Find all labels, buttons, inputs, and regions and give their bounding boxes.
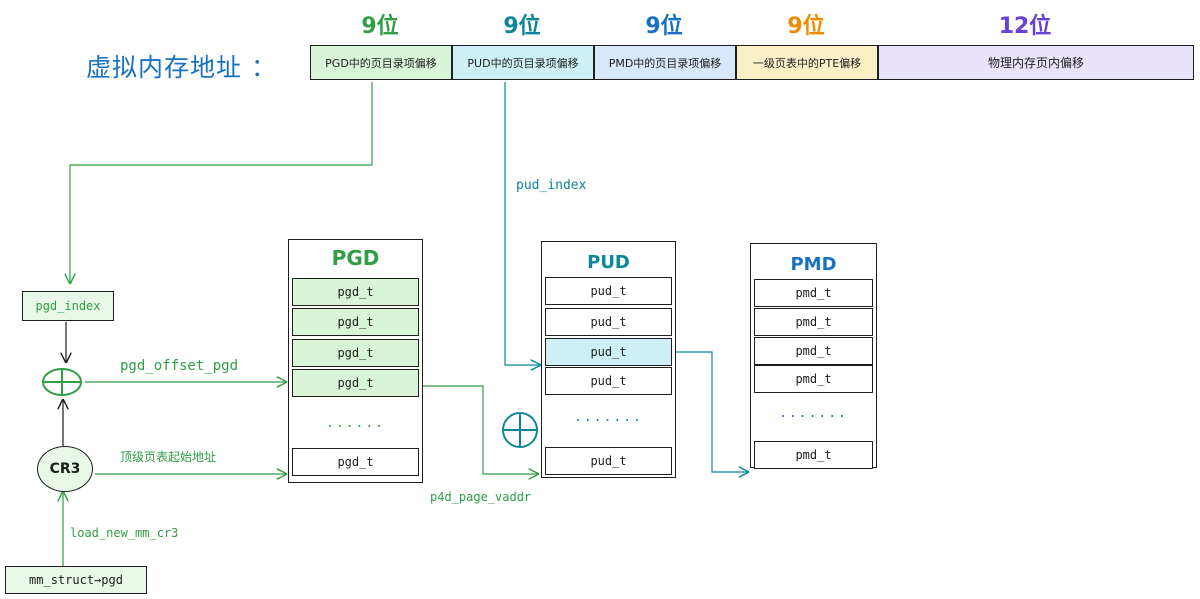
pgd-index-arrow xyxy=(70,82,373,283)
pud-index-arrow xyxy=(504,82,540,365)
pgd-table-title: PGD xyxy=(331,246,380,270)
pud-index-label: pud_index xyxy=(516,178,587,193)
bits-label-offset: 12位 xyxy=(998,14,1052,39)
pmd-entry-last: pmd_t xyxy=(754,441,873,469)
pmd-entry: pmd_t xyxy=(754,337,873,365)
p4d-page-vaddr-label: p4d_page_vaddr xyxy=(430,490,532,504)
pud-to-pmd-arrow xyxy=(676,351,748,472)
pgd-entry: pgd_t xyxy=(292,278,419,306)
segment-pud: PUD中的页目录项偏移 xyxy=(452,45,594,80)
pgd-index-box: pgd_index xyxy=(22,291,114,321)
pud-entry: pud_t xyxy=(545,367,672,395)
pgd-to-pud-arrow xyxy=(422,385,538,474)
bits-label-pmd: 9位 xyxy=(645,14,683,39)
pud-entry: pud_t xyxy=(545,277,672,305)
pmd-entry: pmd_t xyxy=(754,365,873,393)
pud-entry-last: pud_t xyxy=(545,447,672,475)
segment-pte: 一级页表中的PTE偏移 xyxy=(736,45,878,80)
pgd-table: PGD pgd_t pgd_t pgd_t pgd_t ...... pgd_t xyxy=(288,239,423,483)
pmd-entry: pmd_t xyxy=(754,308,873,336)
top-level-start-label: 顶级页表起始地址 xyxy=(120,450,217,464)
segment-page-offset: 物理内存页内偏移 xyxy=(878,45,1194,80)
pmd-ellipsis: ....... xyxy=(779,406,848,421)
pgd-ellipsis: ...... xyxy=(326,416,385,431)
pgd-entry: pgd_t xyxy=(292,308,419,336)
mm-struct-pgd-box: mm_struct→pgd xyxy=(5,566,147,594)
pgd-entry: pgd_t xyxy=(292,369,419,397)
pud-entry-selected: pud_t xyxy=(545,338,672,366)
pmd-entry: pmd_t xyxy=(754,279,873,307)
pgd-entry-last: pgd_t xyxy=(292,448,419,476)
pgd-offset-label: pgd_offset_pgd xyxy=(120,358,239,374)
bits-label-pte: 9位 xyxy=(787,14,825,39)
bits-label-pud: 9位 xyxy=(503,14,541,39)
cr3-register: CR3 xyxy=(37,446,93,492)
pmd-table-title: PMD xyxy=(790,254,837,275)
pud-ellipsis: ....... xyxy=(574,410,643,425)
pud-table-title: PUD xyxy=(587,252,630,273)
load-cr3-label: load_new_mm_cr3 xyxy=(70,526,179,540)
pmd-table: PMD pmd_t pmd_t pmd_t pmd_t ....... pmd_… xyxy=(750,243,877,469)
virtual-address-title: 虚拟内存地址 ： xyxy=(86,53,277,82)
segment-pmd: PMD中的页目录项偏移 xyxy=(594,45,736,80)
segment-pgd: PGD中的页目录项偏移 xyxy=(310,45,452,80)
bits-label-pgd: 9位 xyxy=(361,14,399,39)
pud-table: PUD pud_t pud_t pud_t pud_t ....... pud_… xyxy=(541,241,676,478)
pud-entry: pud_t xyxy=(545,308,672,336)
pgd-entry: pgd_t xyxy=(292,339,419,367)
